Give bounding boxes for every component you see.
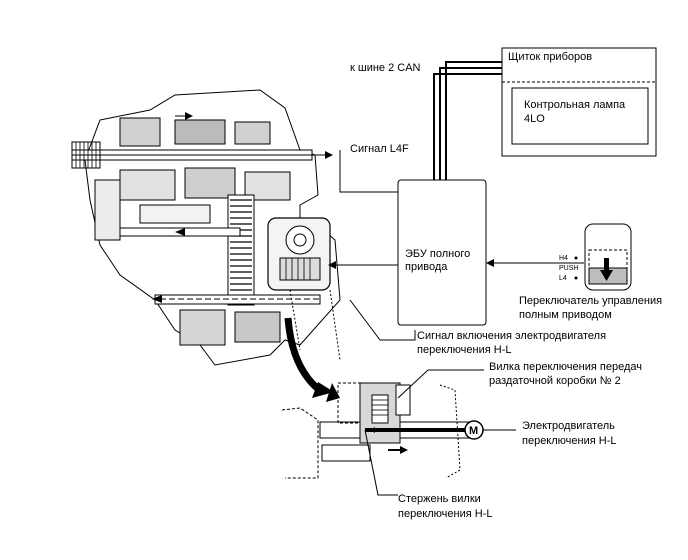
4wd-control-switch	[584, 223, 632, 291]
motor-signal-leader	[380, 330, 416, 341]
motor-label-line2: переключения H-L	[522, 435, 616, 447]
indicator-lamp-label-line1: Контрольная лампа	[524, 99, 626, 111]
control-switch-label-line2: полным приводом	[519, 309, 612, 321]
detail-view-arrow-icon	[284, 317, 340, 402]
transfer-case-illustration	[71, 89, 341, 366]
switch-push-label: PUSH	[559, 265, 578, 272]
signal-l4f-line	[339, 150, 398, 193]
can-bus-label: к шине 2 CAN	[350, 62, 421, 74]
switch-to-ecu-arrowhead	[486, 259, 494, 267]
fork-shaft-label-line1: Стержень вилки	[398, 493, 481, 505]
shift-fork-label-line2: раздаточной коробки № 2	[489, 375, 621, 387]
control-switch-label-line1: Переключатель управления	[519, 295, 662, 307]
signal-l4f-label: Сигнал L4F	[350, 143, 409, 155]
indicator-lamp-box	[511, 87, 649, 145]
motor-signal-leader-diag	[349, 299, 381, 341]
switch-l4-label: L4	[559, 275, 567, 282]
switch-down-arrow-icon	[600, 270, 613, 281]
instrument-panel-label: Щиток приборов	[508, 51, 592, 63]
motor-signal-label-line1: Сигнал включения электродвигателя	[417, 330, 606, 342]
ecu-label-line1: ЭБУ полного	[405, 248, 470, 260]
motor-signal-label-line2: переключения H-L	[417, 344, 511, 356]
projection-line-2	[329, 289, 341, 361]
switch-h4-label: H4	[559, 255, 568, 262]
fork-shaft-leader	[364, 429, 398, 496]
ecu-label-line2: привода	[405, 261, 448, 273]
can-bus-wires	[433, 61, 502, 180]
ecu-to-motor-arrowhead	[328, 261, 336, 269]
motor-letter: M	[469, 425, 478, 437]
shift-fork-label-line1: Вилка переключения передач	[489, 361, 642, 373]
fork-shaft-label-line2: переключения H-L	[398, 508, 492, 520]
ecu-box	[397, 179, 487, 326]
shift-fork-leader	[397, 369, 484, 399]
indicator-lamp-label-line2: 4LO	[524, 113, 545, 125]
motor-label-line1: Электродвигатель	[522, 420, 615, 432]
shift-mechanism-detail	[281, 382, 471, 479]
